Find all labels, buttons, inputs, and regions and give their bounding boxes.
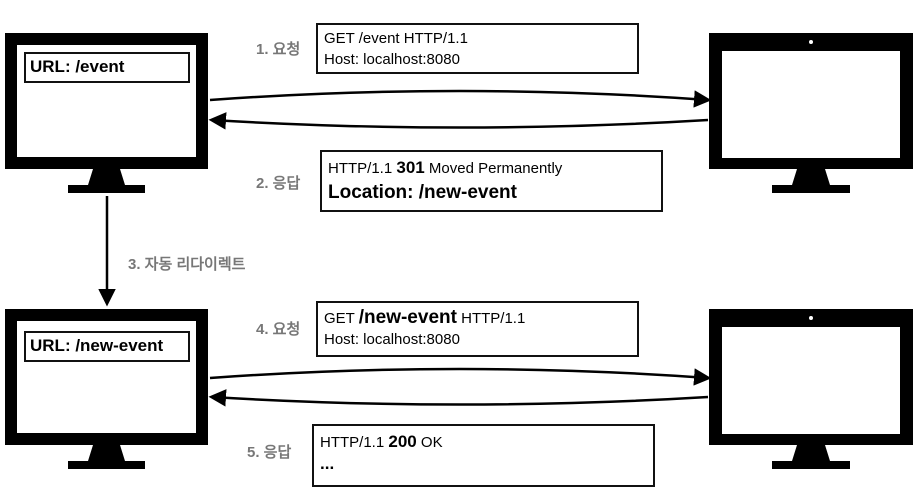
response-2-ellipsis: ... xyxy=(320,454,335,473)
request-1-message: GET /event HTTP/1.1 Host: localhost:8080 xyxy=(316,23,639,74)
step-3-label: 3. 자동 리다이렉트 xyxy=(128,256,246,273)
url-label-top: URL: /event xyxy=(30,57,125,76)
step-4-label: 4. 요청 xyxy=(256,321,301,338)
url-box-bottom: URL: /new-event xyxy=(24,331,190,362)
response-1-status-code: 301 xyxy=(396,158,425,177)
server-monitor-bottom xyxy=(709,309,913,469)
step-5-label: 5. 응답 xyxy=(247,444,292,461)
response-arrow-top xyxy=(208,112,709,130)
request-2-message: GET /new-event HTTP/1.1 Host: localhost:… xyxy=(316,301,639,357)
request-2-path: /new-event xyxy=(358,307,457,328)
step-1-label: 1. 요청 xyxy=(256,41,301,58)
response-2-status-text: OK xyxy=(420,434,443,451)
url-box-top: URL: /event xyxy=(24,52,190,83)
response-1-status-prefix: HTTP/1.1 xyxy=(328,160,393,177)
response-arrow-bottom xyxy=(208,389,709,407)
server-monitor-top xyxy=(709,33,913,193)
response-1-message: HTTP/1.1 301 Moved Permanently Location:… xyxy=(320,150,663,212)
request-2-method: GET xyxy=(324,310,355,327)
request-2-version: HTTP/1.1 xyxy=(461,310,526,327)
request-1-line-1: GET /event HTTP/1.1 xyxy=(324,30,468,47)
request-1-line-2: Host: localhost:8080 xyxy=(324,51,460,68)
response-1-location: Location: /new-event xyxy=(328,182,517,203)
request-arrow-bottom xyxy=(209,367,712,386)
response-1-status-line: HTTP/1.1 301 Moved Permanently xyxy=(328,157,655,179)
response-2-message: HTTP/1.1 200 OK ... xyxy=(312,424,655,487)
response-2-status-line: HTTP/1.1 200 OK xyxy=(320,431,647,453)
url-label-bottom: URL: /new-event xyxy=(30,336,164,355)
request-2-line-2: Host: localhost:8080 xyxy=(324,331,460,348)
response-2-status-prefix: HTTP/1.1 xyxy=(320,434,385,451)
request-2-line-1: GET /new-event HTTP/1.1 xyxy=(324,307,631,329)
request-arrow-top xyxy=(209,89,712,108)
step-2-label: 2. 응답 xyxy=(256,175,301,192)
response-1-status-text: Moved Permanently xyxy=(428,160,563,177)
response-2-status-code: 200 xyxy=(388,432,417,451)
